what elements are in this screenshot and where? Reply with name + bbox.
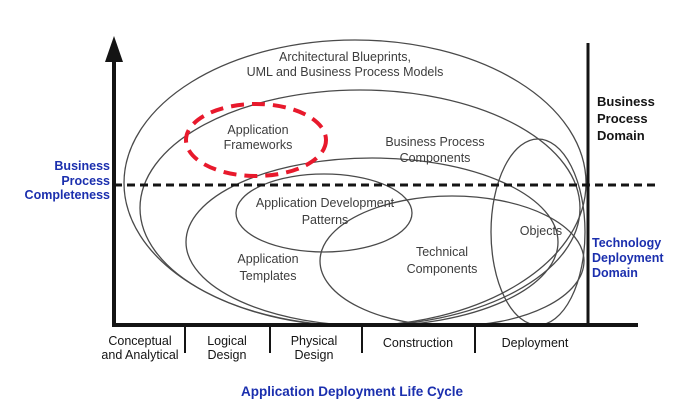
label-line: Application bbox=[227, 123, 289, 137]
label-objects: Objects bbox=[491, 223, 591, 239]
x-axis-label-logical-design: Logical Design bbox=[177, 334, 277, 362]
label-line: Domain bbox=[597, 128, 645, 143]
x-axis-label-conceptual-analytical: Conceptual and Analytical bbox=[80, 334, 200, 362]
label-line: Completeness bbox=[24, 188, 110, 202]
label-line: and Analytical bbox=[101, 348, 179, 362]
label-line: Business bbox=[54, 159, 110, 173]
label-line: Deployment bbox=[592, 251, 664, 265]
label-line: Business Process bbox=[385, 135, 485, 149]
label-line: Design bbox=[294, 348, 334, 362]
label-line: Conceptual bbox=[108, 334, 172, 348]
label-line: Physical bbox=[290, 334, 338, 348]
label-line: Design bbox=[207, 348, 247, 362]
label-line: Technical bbox=[415, 245, 469, 259]
label-technology-deployment-domain: Technology Deployment Domain bbox=[592, 236, 664, 281]
label-line: UML and Business Process Models bbox=[246, 65, 444, 79]
label-line: Objects bbox=[519, 224, 563, 238]
label-architectural-blueprints: Architectural Blueprints, UML and Busine… bbox=[205, 50, 485, 80]
label-line: Business bbox=[597, 94, 655, 109]
x-axis-title-application-deployment-life-cycle: Application Deployment Life Cycle bbox=[240, 384, 464, 399]
label-line: Process bbox=[61, 173, 110, 188]
label-line: Deployment bbox=[501, 336, 569, 350]
label-line: Logical bbox=[207, 334, 247, 348]
y-axis-arrow-icon bbox=[105, 36, 123, 62]
x-axis-label-construction: Construction bbox=[358, 336, 478, 350]
label-line: Process bbox=[597, 111, 648, 126]
label-line: Patterns bbox=[301, 213, 349, 227]
label-line: Application bbox=[237, 252, 299, 266]
label-line: Templates bbox=[239, 269, 297, 283]
label-business-process-components: Business Process Components bbox=[355, 134, 515, 166]
label-line: Architectural Blueprints, bbox=[278, 50, 411, 64]
application-development-patterns-ellipse bbox=[235, 173, 413, 253]
label-line: Construction bbox=[382, 336, 454, 350]
x-axis-label-deployment: Deployment bbox=[475, 336, 595, 350]
label-line: Application Development bbox=[255, 196, 395, 210]
label-line: Technology bbox=[592, 236, 662, 250]
label-line: Components bbox=[406, 262, 478, 276]
label-business-process-domain: Business Process Domain bbox=[597, 93, 655, 144]
application-frameworks-highlight-ellipse bbox=[184, 102, 328, 178]
outer-architecture-ellipse bbox=[123, 39, 587, 327]
y-axis-label-business-process-completeness: Business Process Completeness bbox=[0, 159, 110, 203]
application-templates-ellipse bbox=[185, 157, 559, 327]
label-application-templates: Application Templates bbox=[198, 251, 338, 285]
label-application-frameworks: Application Frameworks bbox=[188, 123, 328, 153]
label-technical-components: Technical Components bbox=[372, 244, 512, 278]
x-axis-label-physical-design: Physical Design bbox=[264, 334, 364, 362]
label-application-development-patterns: Application Development Patterns bbox=[230, 195, 420, 229]
label-line: Domain bbox=[592, 266, 638, 280]
label-line: Components bbox=[399, 151, 471, 165]
label-line: Frameworks bbox=[223, 138, 293, 152]
